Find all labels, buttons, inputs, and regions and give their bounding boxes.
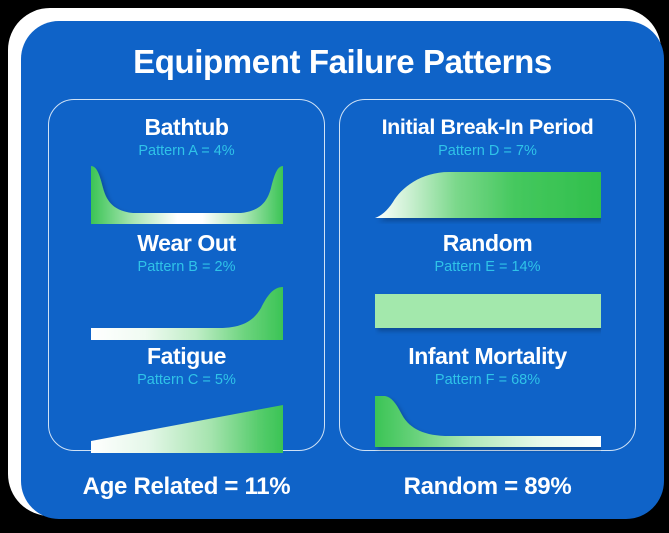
pattern-fatigue: Fatigue Pattern C = 5% xyxy=(49,343,324,453)
pattern-title: Infant Mortality xyxy=(408,343,567,369)
pattern-bathtub: Bathtub Pattern A = 4% xyxy=(49,114,324,224)
pattern-subtitle: Pattern A = 4% xyxy=(138,143,235,159)
pattern-graph-random xyxy=(374,282,601,340)
pattern-title: Initial Break-In Period xyxy=(381,115,594,139)
pattern-graph-break-in xyxy=(374,166,601,224)
infographic-card: Equipment Failure Patterns Bathtub Patte… xyxy=(21,21,664,519)
pattern-graph-infant-mortality xyxy=(374,395,601,453)
pattern-graph-bathtub xyxy=(90,166,283,224)
pattern-graph-wear-out xyxy=(90,282,283,340)
pattern-subtitle: Pattern E = 14% xyxy=(434,259,541,275)
bathtub-curve-icon xyxy=(90,166,283,224)
pattern-initial-break-in-period: Initial Break-In Period Pattern D = 7% xyxy=(340,114,635,224)
pattern-title: Wear Out xyxy=(137,230,236,256)
pattern-wear-out: Wear Out Pattern B = 2% xyxy=(49,230,324,340)
pattern-title: Bathtub xyxy=(144,114,229,140)
pattern-random: Random Pattern E = 14% xyxy=(340,230,635,340)
rise-then-plateau-curve-icon xyxy=(374,172,601,218)
page-title: Equipment Failure Patterns xyxy=(133,43,552,80)
pattern-subtitle: Pattern C = 5% xyxy=(137,372,236,388)
card-outer-ring: Equipment Failure Patterns Bathtub Patte… xyxy=(8,8,664,519)
footer-random: Random = 89% xyxy=(403,473,572,500)
pattern-subtitle: Pattern F = 68% xyxy=(434,372,541,388)
pattern-infant-mortality: Infant Mortality Pattern F = 68% xyxy=(340,343,635,453)
pattern-title: Random xyxy=(442,230,533,256)
footer-age-related: Age Related = 11% xyxy=(82,473,291,500)
panel-age-related: Bathtub Pattern A = 4% xyxy=(48,99,325,453)
panel-random: Initial Break-In Period Pattern D = 7% xyxy=(339,99,636,451)
pattern-subtitle: Pattern D = 7% xyxy=(438,143,537,159)
pattern-graph-fatigue xyxy=(90,395,283,453)
linear-ramp-icon xyxy=(90,405,283,453)
pattern-title: Fatigue xyxy=(147,343,226,369)
decreasing-exponential-curve-icon xyxy=(374,396,601,447)
pattern-subtitle: Pattern B = 2% xyxy=(137,259,236,275)
increasing-exponential-curve-icon xyxy=(90,287,283,340)
constant-band-icon xyxy=(374,294,601,328)
